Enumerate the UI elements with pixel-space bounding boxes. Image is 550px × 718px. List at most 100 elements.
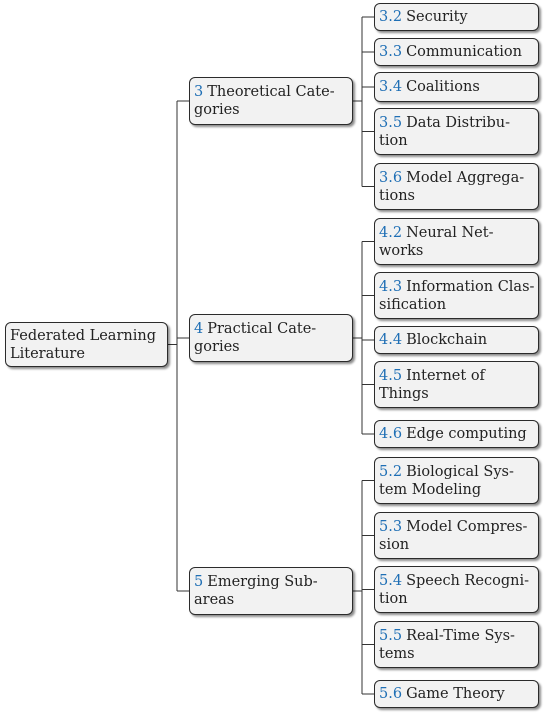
leaf-3-6-text: tions <box>379 187 415 204</box>
leaf-5-2-line-2: tem Modeling <box>379 481 534 499</box>
category-3-text: gories <box>194 102 240 118</box>
leaf-3-6-line-2: tions <box>379 187 534 205</box>
leaf-4-5-line-2: Things <box>379 385 534 403</box>
leaf-4-4-number: 4.4 <box>379 332 403 348</box>
leaf-5-5-text: Real-Time Sys- <box>406 627 515 644</box>
leaf-3-6-number: 3.6 <box>379 169 403 186</box>
leaf-4-3-number: 4.3 <box>379 278 403 295</box>
leaf-3-3-text: Communication <box>406 44 522 60</box>
leaf-5-3-text: Model Compres- <box>406 518 528 535</box>
leaf-5-2-text: tem Modeling <box>379 481 482 498</box>
leaf-4-2-number: 4.2 <box>379 224 403 241</box>
leaf-5-6-text: Game Theory <box>406 686 505 702</box>
category-4-line-2: gories <box>194 338 348 356</box>
leaf-5-4-text: tion <box>379 590 408 607</box>
leaf-3-6-text: Model Aggrega- <box>406 169 525 186</box>
leaf-4-4-text: Blockchain <box>406 332 488 348</box>
leaf-4-3-text: Information Clas- <box>406 278 535 295</box>
leaf-4-6-number: 4.6 <box>379 426 403 442</box>
category-4-number: 4 <box>194 321 204 337</box>
leaf-4-2-line-2: works <box>379 242 534 260</box>
category-4-text: gories <box>194 339 240 355</box>
leaf-4-2-text: works <box>379 242 424 259</box>
category-3-number: 3 <box>194 84 204 100</box>
category-5-line-2: areas <box>194 591 348 609</box>
category-5-number: 5 <box>194 574 204 590</box>
root-node-line-2: Literature <box>10 345 163 363</box>
leaf-4-3-text: sification <box>379 296 447 313</box>
leaf-5-6-number: 5.6 <box>379 686 403 702</box>
leaf-5-4-number: 5.4 <box>379 572 403 589</box>
category-5-text: Emerging Sub- <box>207 574 318 590</box>
root-node-text: Federated Learning <box>10 327 156 344</box>
leaf-4-2-text: Neural Net- <box>406 224 494 241</box>
leaf-3-4-text: Coalitions <box>406 79 480 95</box>
leaf-4-3-line-2: sification <box>379 296 534 314</box>
category-5-text: areas <box>194 592 235 608</box>
category-3-line-2: gories <box>194 101 348 119</box>
leaf-5-3-number: 5.3 <box>379 518 403 535</box>
leaf-5-3-line-2: sion <box>379 536 534 554</box>
leaf-5-2-text: Biological Sys- <box>406 463 514 480</box>
leaf-3-2-number: 3.2 <box>379 9 403 25</box>
leaf-5-4-text: Speech Recogni- <box>406 572 530 589</box>
leaf-3-4-number: 3.4 <box>379 79 403 95</box>
leaf-5-4-line-2: tion <box>379 590 534 608</box>
leaf-3-3-number: 3.3 <box>379 44 403 60</box>
root-node-line-1: Federated Learning <box>10 327 163 345</box>
category-3-text: Theoretical Cate- <box>207 84 335 100</box>
leaf-4-5-number: 4.5 <box>379 367 403 384</box>
leaf-5-5-number: 5.5 <box>379 627 403 644</box>
category-4-text: Practical Cate- <box>207 321 317 337</box>
leaf-4-5-text: Things <box>379 385 429 402</box>
leaf-5-5-text: tems <box>379 645 415 662</box>
leaf-4-6-text: Edge computing <box>406 426 527 442</box>
leaf-5-2-number: 5.2 <box>379 463 403 480</box>
leaf-3-5-text: Data Distribu- <box>406 114 511 131</box>
leaf-5-5-line-2: tems <box>379 645 534 663</box>
leaf-3-5-line-2: tion <box>379 132 534 150</box>
leaf-4-5-text: Internet of <box>406 367 485 384</box>
leaf-5-3-text: sion <box>379 536 410 553</box>
root-node-text: Literature <box>10 345 85 362</box>
